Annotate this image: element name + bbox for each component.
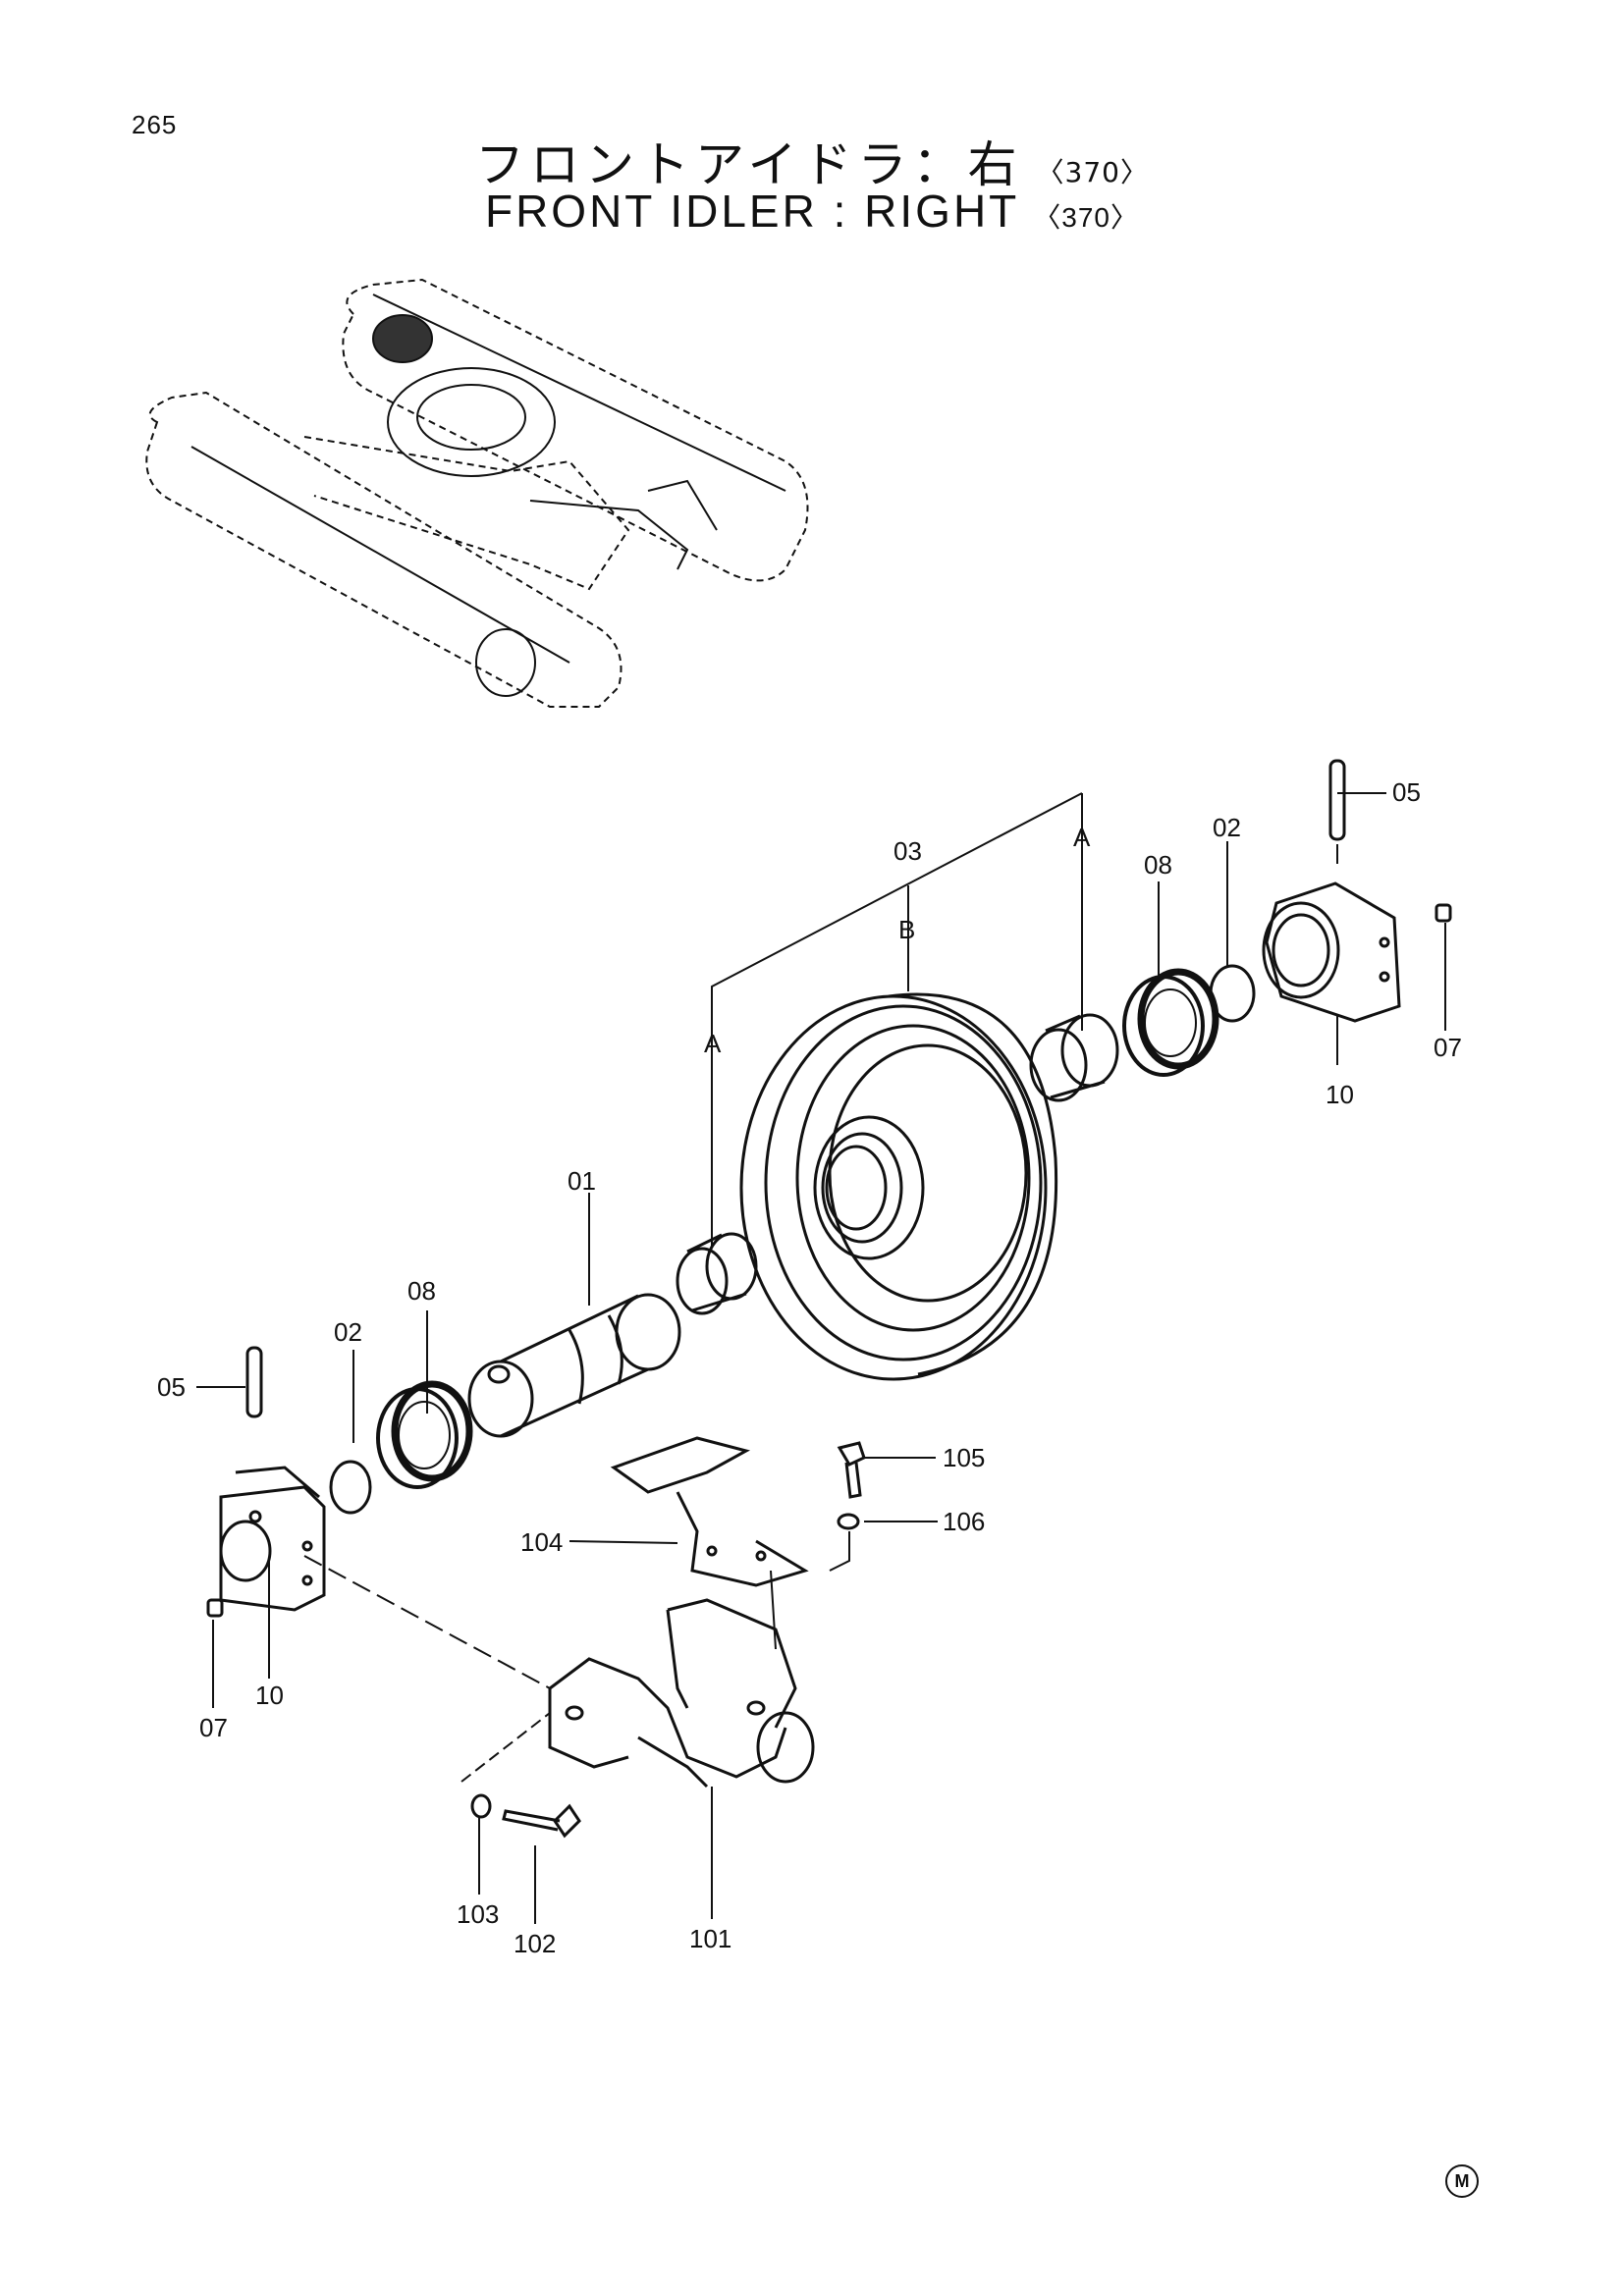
callout-07-upper: 07 — [1434, 1033, 1462, 1062]
page-number: 265 — [132, 110, 178, 139]
callout-01: 01 — [568, 1166, 596, 1196]
marker-a-right: A — [1073, 823, 1091, 852]
title-jp-text: フロントアイドラ：右 — [475, 136, 1023, 193]
title-en-text: FRONT IDLER : RIGHT — [484, 186, 1020, 237]
support-upper-right — [1262, 881, 1401, 1023]
callout-104: 104 — [520, 1527, 564, 1557]
callout-103: 103 — [457, 1899, 500, 1929]
footer-m-mark: M — [1445, 2164, 1479, 2198]
callout-02-upper: 02 — [1213, 813, 1241, 842]
support-lower-left — [219, 1466, 326, 1612]
marker-b: B — [898, 915, 916, 944]
floating-seals — [376, 968, 1219, 1489]
callout-105: 105 — [943, 1443, 986, 1472]
callout-08-upper: 08 — [1144, 850, 1172, 880]
grease-plugs — [206, 903, 1452, 1618]
callout-03: 03 — [893, 836, 922, 866]
callout-102: 102 — [514, 1929, 557, 1958]
pins — [245, 759, 1346, 1418]
callout-08-lower: 08 — [407, 1276, 436, 1306]
page-title-english: FRONT IDLER : RIGHT 〈370〉 — [0, 185, 1624, 238]
callout-10-upper: 10 — [1326, 1080, 1354, 1109]
callout-101: 101 — [689, 1924, 732, 1953]
undercarriage-overview-sketch — [145, 278, 809, 708]
idler-wheel — [739, 992, 1058, 1381]
marker-a-left: A — [704, 1029, 722, 1058]
leader-lines — [196, 792, 1446, 1924]
bolts-and-washers — [470, 1441, 866, 1839]
model-tag-en: 〈370〉 — [1033, 202, 1139, 233]
model-tag-jp: 〈370〉 — [1036, 156, 1149, 188]
guard-bracket — [610, 1436, 809, 1587]
shaft — [467, 1293, 681, 1438]
callout-10-lower: 10 — [255, 1681, 284, 1710]
callout-07-lower: 07 — [199, 1713, 228, 1742]
callout-05-lower: 05 — [157, 1372, 186, 1402]
o-rings — [329, 964, 1256, 1515]
bushings — [676, 1013, 1119, 1315]
callout-02-lower: 02 — [334, 1317, 362, 1347]
callout-106: 106 — [943, 1507, 986, 1536]
overview-solid-features — [372, 314, 718, 697]
page-title-japanese: フロントアイドラ：右〈370〉 — [0, 126, 1624, 196]
idler-yoke — [548, 1598, 815, 1789]
callout-05-upper: 05 — [1392, 777, 1421, 807]
